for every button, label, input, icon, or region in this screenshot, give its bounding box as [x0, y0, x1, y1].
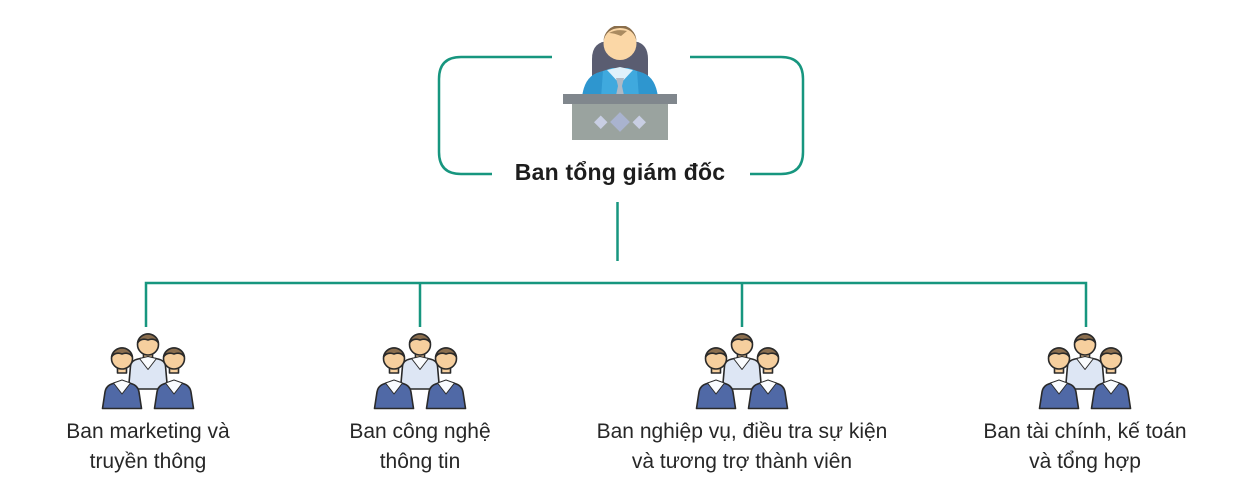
team-icon	[96, 331, 200, 411]
team-icon	[1033, 331, 1137, 411]
dept-label-line: thông tin	[379, 450, 461, 473]
dept-label-nghiep-vu: Ban nghiệp vụ, điều tra sự kiện và tương…	[572, 417, 912, 477]
dept-label-line: Ban marketing và	[66, 420, 230, 443]
dept-label-line: và tương trợ thành viên	[631, 450, 853, 473]
root-bracket-right	[690, 55, 805, 176]
team-icon	[368, 331, 472, 411]
dept-label-line: Ban tài chính, kế toán	[983, 420, 1187, 443]
root-bracket-left	[437, 55, 552, 176]
team-icon	[690, 331, 794, 411]
dept-label-tai-chinh: Ban tài chính, kế toán và tổng hợp	[915, 417, 1240, 477]
root-node-label: Ban tổng giám đốc	[514, 159, 726, 185]
dept-label-cong-nghe: Ban công nghệ thông tin	[250, 417, 590, 477]
dept-label-line: Ban nghiệp vụ, điều tra sự kiện	[596, 420, 888, 443]
dept-label-line: và tổng hợp	[1029, 450, 1141, 473]
dept-label-line: truyền thông	[89, 450, 207, 473]
branch-tree-line	[144, 281, 1088, 327]
dept-label-marketing: Ban marketing và truyền thông	[0, 417, 318, 477]
dept-label-line: Ban công nghệ	[349, 420, 491, 443]
executive-at-desk-icon	[557, 26, 683, 140]
